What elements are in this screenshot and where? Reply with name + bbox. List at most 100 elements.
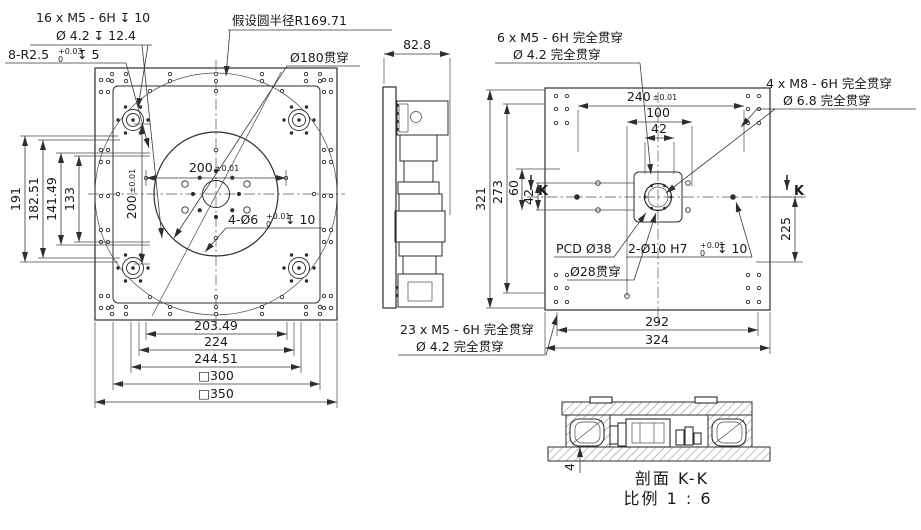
hole bbox=[328, 89, 334, 95]
hole bbox=[650, 184, 653, 188]
hole bbox=[98, 89, 104, 95]
side-block bbox=[402, 255, 437, 275]
hole bbox=[663, 184, 666, 188]
hole bbox=[317, 71, 323, 77]
hole bbox=[328, 193, 334, 199]
bearing-right-inner bbox=[716, 421, 743, 444]
hole bbox=[553, 285, 559, 291]
hole bbox=[289, 105, 294, 109]
hole bbox=[730, 194, 736, 200]
callout-assumed-radius: 假设圆半径R169.71 bbox=[232, 13, 347, 28]
hole bbox=[236, 191, 242, 197]
callout-m5x16-line2: Ø 4.2 ↧ 12.4 bbox=[56, 28, 136, 43]
hole bbox=[685, 207, 691, 213]
hole bbox=[213, 214, 219, 220]
callout-pcd38: PCD Ø38 bbox=[556, 241, 612, 256]
hole bbox=[311, 191, 317, 197]
hole bbox=[123, 311, 129, 317]
section-motor-core bbox=[631, 422, 665, 444]
hole bbox=[745, 93, 751, 99]
hole bbox=[745, 106, 751, 112]
hole bbox=[147, 294, 153, 300]
hole bbox=[109, 304, 115, 310]
hole bbox=[123, 304, 129, 310]
bearing-right-outer bbox=[711, 418, 747, 447]
corner-hole-grids bbox=[553, 93, 762, 305]
callout-m5x6-line1: 6 x M5 - 6H 完全贯穿 bbox=[497, 30, 623, 45]
hole bbox=[181, 180, 189, 188]
callout-dowel-tol-top: +0.01 bbox=[700, 241, 725, 250]
leader-line bbox=[639, 62, 653, 175]
hole bbox=[312, 266, 316, 270]
hole bbox=[243, 206, 251, 214]
hole bbox=[279, 294, 285, 300]
plate-hole-pattern bbox=[98, 71, 334, 317]
section-tab bbox=[694, 396, 718, 404]
dim-244-51: 244.51 bbox=[194, 351, 238, 366]
callout-d180: Ø180贯穿 bbox=[290, 50, 349, 65]
hole bbox=[685, 180, 691, 186]
section-tab bbox=[589, 396, 613, 404]
hole bbox=[105, 89, 111, 95]
hole bbox=[213, 78, 219, 84]
hole bbox=[116, 266, 120, 270]
hole bbox=[138, 279, 143, 283]
hole bbox=[663, 206, 666, 210]
hole bbox=[289, 131, 294, 135]
hole bbox=[105, 227, 111, 233]
dim-273: 273 bbox=[490, 180, 505, 204]
callout-r25: 8-R2.5 bbox=[8, 47, 49, 62]
side-detail bbox=[407, 281, 433, 302]
hole bbox=[553, 272, 559, 278]
hole bbox=[146, 266, 150, 270]
plan-view: 16 x M5 - 6H ↧ 10 Ø 4.2 ↧ 12.4 8-R2.5 +0… bbox=[5, 10, 392, 408]
bearing-hatch bbox=[571, 419, 603, 445]
hole bbox=[304, 253, 309, 257]
callout-m5x23-line2: Ø 4.2 完全贯穿 bbox=[416, 339, 504, 354]
bearing-circle bbox=[131, 266, 135, 270]
hole bbox=[745, 120, 751, 126]
bottom-view: K K 240±0.01 100 42 321 273 60 42 225 bbox=[398, 30, 916, 356]
hole bbox=[328, 147, 334, 153]
hole bbox=[109, 311, 115, 317]
dim-133: 133 bbox=[62, 187, 77, 211]
hole bbox=[109, 71, 115, 77]
base-plate-outline bbox=[544, 87, 771, 311]
dim-321: 321 bbox=[473, 187, 488, 211]
side-block bbox=[396, 100, 449, 136]
bore-inner bbox=[647, 186, 669, 208]
callout-r25-tol-bot: 0 bbox=[58, 55, 63, 64]
hole bbox=[181, 206, 189, 214]
hole bbox=[230, 208, 235, 213]
hole bbox=[304, 105, 309, 109]
dim-324: 324 bbox=[645, 332, 669, 347]
section-motor bbox=[625, 418, 671, 448]
hole bbox=[756, 285, 762, 291]
dim-200v: 200±0.01 bbox=[124, 169, 139, 219]
section-gear bbox=[693, 432, 702, 445]
hole bbox=[321, 239, 327, 245]
callout-m5x16-line1: 16 x M5 - 6H ↧ 10 bbox=[36, 10, 150, 25]
hole bbox=[328, 77, 334, 83]
hole bbox=[259, 78, 265, 84]
center-boss bbox=[633, 171, 683, 223]
hole bbox=[123, 78, 129, 84]
hole bbox=[116, 118, 120, 122]
hole bbox=[123, 253, 128, 257]
hole bbox=[259, 71, 265, 77]
hole bbox=[553, 93, 559, 99]
callout-d6: 4-Ø6 bbox=[228, 212, 258, 227]
hole bbox=[259, 304, 265, 310]
hole bbox=[317, 311, 323, 317]
hole bbox=[213, 311, 219, 317]
hole bbox=[328, 293, 334, 299]
hole bbox=[243, 180, 251, 188]
dim-191: 191 bbox=[8, 187, 23, 211]
leader-line bbox=[136, 44, 149, 109]
callout-m5x6-line2: Ø 4.2 完全贯穿 bbox=[513, 47, 601, 62]
dim-350: □350 bbox=[198, 386, 234, 401]
callout-dowel-tol-bot: 0 bbox=[700, 249, 705, 258]
hole bbox=[213, 304, 219, 310]
hole bbox=[756, 272, 762, 278]
leader-line bbox=[125, 62, 150, 149]
